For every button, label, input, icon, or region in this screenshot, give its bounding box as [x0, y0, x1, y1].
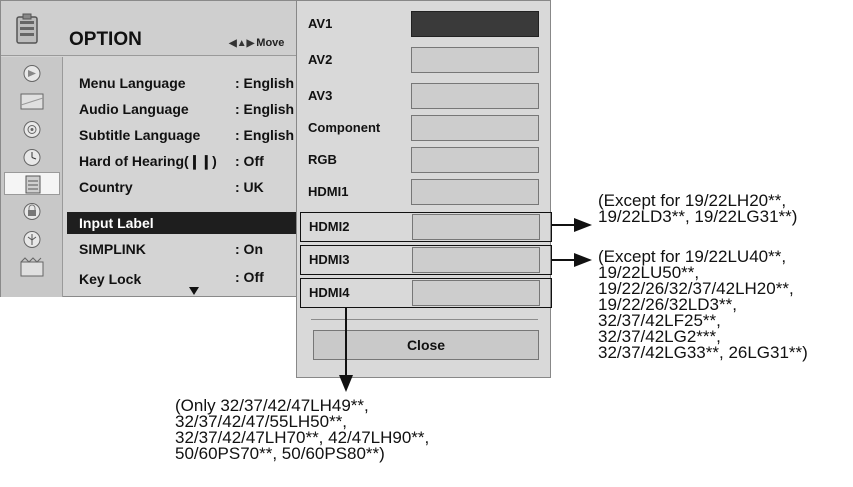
menu-item-label: Country [79, 179, 133, 195]
menu-item-label: Menu Language [79, 75, 186, 91]
menu-item-label: Input Label [79, 215, 154, 231]
time-icon[interactable] [13, 146, 51, 169]
hdmi3-arrow [552, 253, 592, 267]
input-row-av1[interactable]: AV1 [297, 10, 552, 38]
label-field[interactable] [411, 179, 539, 205]
label-field[interactable] [411, 11, 539, 37]
picture-icon[interactable] [13, 62, 51, 85]
input-row-hdmi2[interactable]: HDMI2 [300, 212, 552, 242]
menu-icon-column [1, 57, 63, 297]
menu-item-menu-language[interactable]: Menu Language : English [67, 71, 303, 97]
menu-title: OPTION [69, 29, 142, 50]
note-line: 32/37/42LG2***, [598, 327, 721, 346]
label-field[interactable] [411, 115, 539, 141]
input-row-hdmi4[interactable]: HDMI4 [300, 278, 552, 308]
input-name: HDMI4 [309, 285, 350, 300]
input-row-component[interactable]: Component [297, 114, 552, 142]
hdmi2-note: (Except for 19/22LH20**, 19/22LD3**, 19/… [598, 191, 798, 226]
note-line: 32/37/42LG33**, 26LG31**) [598, 343, 808, 362]
note-line: 32/37/42/47/55LH50**, [175, 412, 348, 431]
input-name: HDMI1 [308, 184, 349, 199]
option-menu: OPTION ◀▲▶Move Menu Language : English [0, 0, 303, 297]
input-name: AV2 [308, 52, 333, 67]
menu-item-value: : Off [235, 153, 264, 169]
menu-item-country[interactable]: Country : UK [67, 175, 303, 201]
input-name: HDMI2 [309, 219, 350, 234]
note-line: (Except for 19/22LU40**, [598, 247, 787, 266]
label-field[interactable] [412, 214, 540, 240]
label-field[interactable] [412, 247, 540, 273]
menu-item-label: Subtitle Language [79, 127, 201, 143]
menu-item-label: Key Lock [79, 271, 142, 287]
menu-item-simplink[interactable]: SIMPLINK : On [67, 237, 303, 263]
menu-item-label: Audio Language [79, 101, 189, 117]
menu-item-value: : On [235, 241, 263, 257]
label-field[interactable] [411, 147, 539, 173]
move-hint: ◀▲▶Move [229, 37, 284, 49]
menu-item-subtitle-language[interactable]: Subtitle Language : English [67, 123, 303, 149]
menu-item-value: : Off [235, 269, 264, 285]
lock-icon[interactable] [13, 200, 51, 223]
note-line: (Except for 19/22LH20**, [598, 191, 787, 210]
menu-item-label: Hard of Hearing(❙❙) [79, 153, 217, 169]
scroll-down-icon[interactable] [189, 287, 199, 295]
input-row-hdmi3[interactable]: HDMI3 [300, 245, 552, 275]
note-line: 50/60PS70**, 50/60PS80**) [175, 444, 385, 463]
note-line: 32/37/42LF25**, [598, 311, 721, 330]
panel-divider [311, 319, 538, 320]
audio-icon[interactable] [13, 118, 51, 141]
menu-item-value: : English [235, 75, 295, 91]
input-row-av3[interactable]: AV3 [297, 82, 552, 110]
menu-item-key-lock[interactable]: Key Lock : Off [67, 265, 303, 291]
menu-header: OPTION ◀▲▶Move [1, 1, 303, 56]
input-name: AV3 [308, 88, 333, 103]
media-icon[interactable] [13, 256, 51, 279]
input-label-panel: AV1 AV2 AV3 Component RGB HDMI1 HDMI2 HD… [296, 0, 552, 378]
note-line: 19/22LD3**, 19/22LG31**) [598, 207, 798, 226]
move-hint-label: Move [256, 37, 285, 49]
note-line: 19/22/26/32/37/42LH20**, [598, 279, 794, 298]
note-line: 19/22LU50**, [598, 263, 700, 282]
menu-item-input-label[interactable]: Input Label [67, 212, 303, 234]
input-row-rgb[interactable]: RGB [297, 146, 552, 174]
note-line: 19/22/26/32LD3**, [598, 295, 737, 314]
menu-item-label: SIMPLINK [79, 241, 146, 257]
input-name: RGB [308, 152, 337, 167]
usb-icon[interactable] [13, 228, 51, 251]
menu-item-value: : English [235, 101, 295, 117]
label-field[interactable] [411, 83, 539, 109]
input-row-av2[interactable]: AV2 [297, 46, 552, 74]
note-line: 32/37/42/47LH70**, 42/47LH90**, [175, 428, 430, 447]
option-icon[interactable] [4, 172, 60, 195]
label-field[interactable] [411, 47, 539, 73]
hdmi4-note: (Only 32/37/42/47LH49**, 32/37/42/47/55L… [175, 396, 430, 463]
input-row-hdmi1[interactable]: HDMI1 [297, 178, 552, 206]
screen-icon[interactable] [13, 90, 51, 113]
hdmi2-arrow [552, 218, 592, 232]
move-arrows-icon: ◀▲▶ [229, 38, 255, 49]
hdmi3-note: (Except for 19/22LU40**, 19/22LU50**, 19… [598, 247, 808, 362]
input-name: HDMI3 [309, 252, 350, 267]
label-field[interactable] [412, 280, 540, 306]
option-icon [8, 11, 46, 49]
close-button[interactable]: Close [313, 330, 539, 360]
note-line: (Only 32/37/42/47LH49**, [175, 396, 369, 415]
input-name: Component [308, 120, 381, 135]
menu-item-value: : UK [235, 179, 264, 195]
menu-item-hard-of-hearing[interactable]: Hard of Hearing(❙❙) : Off [67, 149, 303, 175]
menu-item-audio-language[interactable]: Audio Language : English [67, 97, 303, 123]
menu-item-value: : English [235, 127, 295, 143]
input-name: AV1 [308, 16, 333, 31]
